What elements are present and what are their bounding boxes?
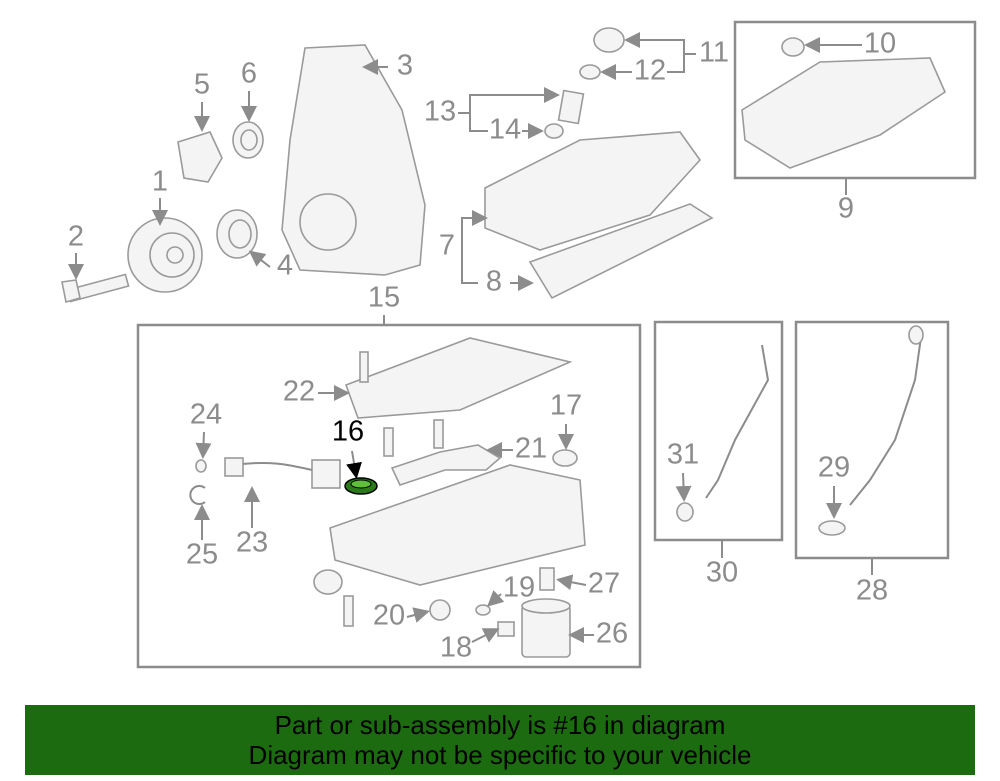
dipstick-handle xyxy=(908,325,924,345)
oil-pan-plug xyxy=(552,449,578,467)
crankshaft-pulley xyxy=(127,217,203,293)
callout-22[interactable]: 22 xyxy=(283,376,315,408)
bolt xyxy=(61,273,130,304)
part-16-seal xyxy=(344,477,378,495)
callout-23[interactable]: 23 xyxy=(236,527,268,559)
callout-7[interactable]: 7 xyxy=(439,230,455,262)
callout-13[interactable]: 13 xyxy=(424,96,456,128)
o-ring-24 xyxy=(195,459,207,473)
callout-26[interactable]: 26 xyxy=(596,618,628,650)
callout-1[interactable]: 1 xyxy=(152,166,168,198)
callout-12[interactable]: 12 xyxy=(634,55,666,87)
bolt-small-2 xyxy=(433,419,444,449)
oil-fill-tube xyxy=(557,89,585,125)
callout-6[interactable]: 6 xyxy=(241,58,257,90)
callout-10[interactable]: 10 xyxy=(864,28,896,60)
callout-9[interactable]: 9 xyxy=(838,193,854,225)
stud xyxy=(343,595,354,627)
callout-3[interactable]: 3 xyxy=(397,50,413,82)
callout-8[interactable]: 8 xyxy=(486,266,502,298)
oil-fill-cap-seal xyxy=(579,64,601,80)
plug-27 xyxy=(539,567,555,591)
callout-21[interactable]: 21 xyxy=(515,433,547,465)
oil-filter xyxy=(521,598,571,658)
front-cover-opening xyxy=(299,193,357,251)
callout-19[interactable]: 19 xyxy=(503,572,535,604)
oil-pan-group-box xyxy=(136,323,642,669)
callout-30[interactable]: 30 xyxy=(706,557,738,589)
valve-cover-gasket xyxy=(528,203,714,300)
callout-29[interactable]: 29 xyxy=(818,452,850,484)
callout-15[interactable]: 15 xyxy=(368,282,400,314)
banner-line-2: Diagram may not be specific to your vehi… xyxy=(248,740,752,770)
bolt-small-1 xyxy=(383,427,394,457)
valve-cover-right xyxy=(741,57,947,169)
oil-level-sensor xyxy=(224,457,341,489)
clip-25 xyxy=(189,485,206,505)
banner-line-1: Part or sub-assembly is #16 in diagram xyxy=(274,710,726,740)
oil-pan-gasket xyxy=(344,337,573,419)
oil-pickup-tube xyxy=(390,444,502,486)
dipstick-tube xyxy=(705,344,770,499)
callout-4[interactable]: 4 xyxy=(277,250,293,282)
callout-20[interactable]: 20 xyxy=(373,600,405,632)
bushing-20 xyxy=(429,599,451,621)
plug-18 xyxy=(497,621,515,637)
callout-2[interactable]: 2 xyxy=(68,221,84,253)
cam-seal xyxy=(232,121,264,159)
valve-cover-group-box xyxy=(733,20,977,180)
callout-31[interactable]: 31 xyxy=(667,439,699,471)
oil-fill-tube-seal xyxy=(544,123,564,139)
callout-5[interactable]: 5 xyxy=(194,69,210,101)
info-banner: Part or sub-assembly is #16 in diagram D… xyxy=(25,705,975,775)
callout-14[interactable]: 14 xyxy=(489,114,521,146)
o-ring-31 xyxy=(676,502,694,522)
valve-cover-left xyxy=(484,131,702,251)
callout-25[interactable]: 25 xyxy=(186,539,218,571)
callout-27[interactable]: 27 xyxy=(588,568,620,600)
dipstick-group-box xyxy=(794,320,950,560)
dipstick-tube-group-box xyxy=(653,320,784,542)
dipstick xyxy=(849,329,923,506)
callout-16-highlighted[interactable]: 16 xyxy=(332,416,364,448)
rear-seal xyxy=(313,569,343,595)
valve-cover-seal xyxy=(781,37,805,57)
o-ring-29 xyxy=(818,520,846,536)
pan-bolt xyxy=(359,351,369,383)
front-seal xyxy=(216,209,258,259)
washer-19 xyxy=(475,604,491,616)
cam-sensor-plate xyxy=(177,131,223,183)
oil-fill-cap xyxy=(593,27,625,53)
leader-lines xyxy=(68,32,873,643)
callout-18[interactable]: 18 xyxy=(440,632,472,664)
oil-pan xyxy=(329,464,586,586)
callout-11[interactable]: 11 xyxy=(699,37,729,69)
callout-24[interactable]: 24 xyxy=(190,399,222,431)
callout-28[interactable]: 28 xyxy=(856,575,888,607)
callout-17[interactable]: 17 xyxy=(550,390,582,422)
